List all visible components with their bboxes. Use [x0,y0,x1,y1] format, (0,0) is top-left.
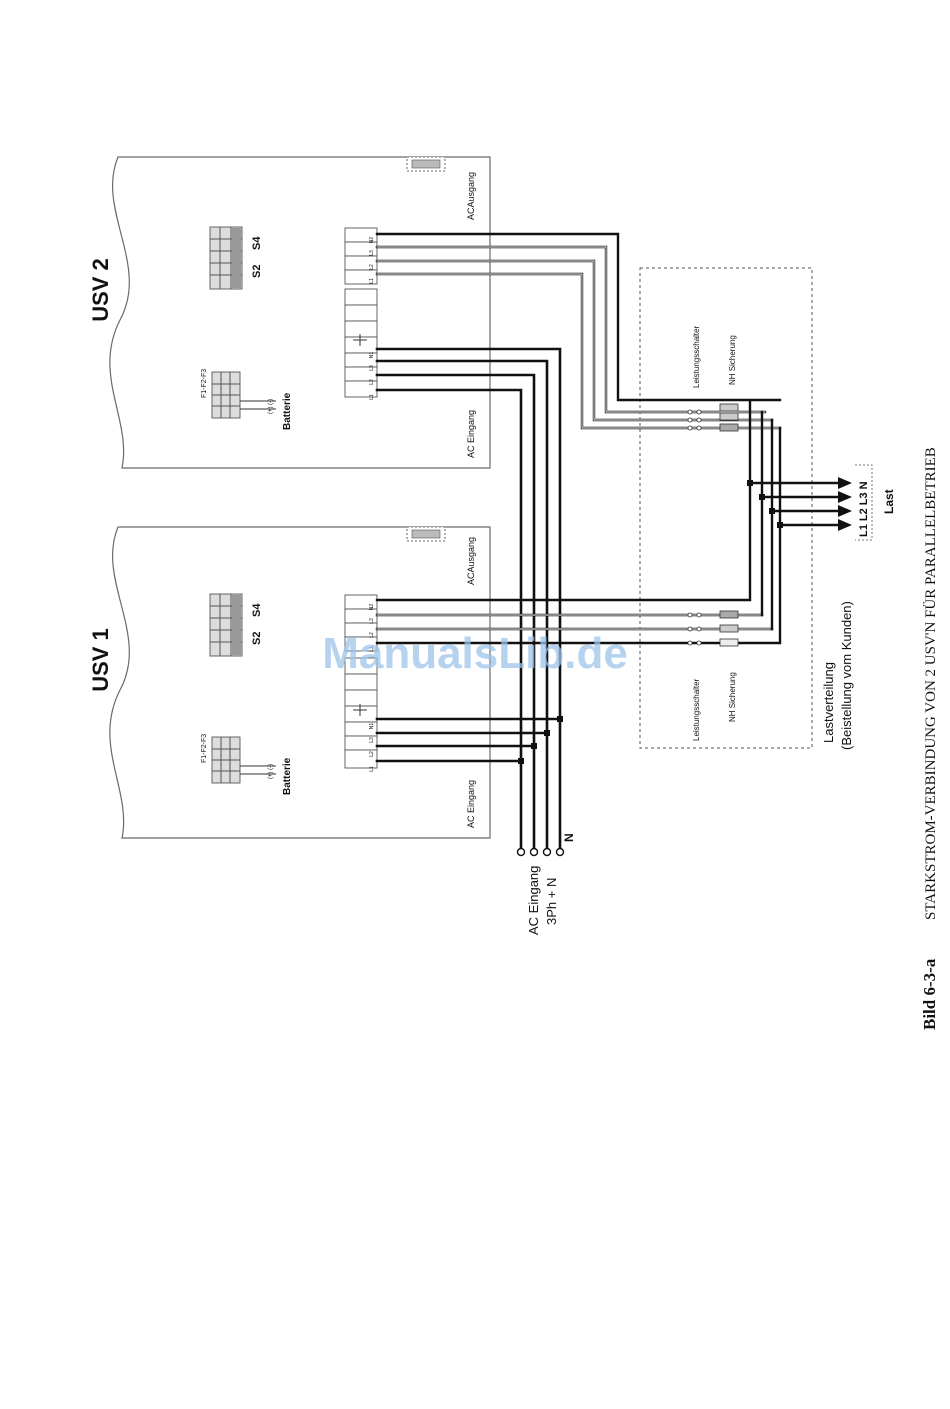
usv1-unit [109,526,491,839]
usv2-battery-label: Batterie [282,392,293,430]
usv2-unit [109,156,491,469]
load-arrows [838,477,852,531]
usv2-switch-s4-label: S4 [251,236,263,250]
load-bracket [855,464,873,541]
breakers-fuses-usv1 [687,610,739,647]
caption-text: STARKSTROM-VERBINDUNG VON 2 USV'N FÜR PA… [922,447,939,920]
usv1-title: USV 1 [88,628,113,692]
usv2-title: USV 2 [88,258,113,322]
load-output-wires [748,481,842,527]
usv1-battery-polarity: (+) (-) [268,764,274,779]
fuse-label-top: NH Sicherung [728,335,737,385]
usv1-ac-output-label: ACAusgang [466,537,476,585]
ground-symbol [353,334,367,346]
usv1-switch-block [209,593,243,657]
usv2-fuse-block [211,371,276,419]
ac-input-bus [375,347,562,850]
junction-dots [518,480,783,764]
usv1-switch-s2-label: S2 [251,632,263,645]
load-distribution-box [639,267,813,749]
load-phases-label: L1 L2 L3 N [858,481,870,537]
supply-title: AC Eingang [526,866,541,935]
usv1-out-terminal-block [344,594,378,652]
usv1-output-inner [376,614,773,630]
usv1-out-terminal-label: L2 [369,632,375,638]
fuse-label-bottom: NH Sicherung [728,672,737,722]
usv2-switch-block [209,226,243,290]
power-wiring [375,232,842,850]
usv2-out-terminal-label: N2 [369,237,375,244]
usv1-in-terminal-label: L1 [369,766,375,772]
usv1-switch-s4-label: S4 [251,603,263,617]
usv1-output-wires [375,400,782,645]
usv2-ac-input-label: AC Eingang [466,410,476,458]
usv1-in-terminal-block [344,657,378,769]
breaker-label-top: Leistungsschalter [692,325,701,388]
usv2-in-terminal-label: L2 [369,379,375,385]
usv1-in-terminal-label: L3 [369,737,375,743]
usv2-in-terminal-label: L3 [369,365,375,371]
supply-subtitle: 3Ph + N [544,878,559,925]
usv2-port-connector [406,156,446,172]
usv2-out-terminal-label: L3 [369,250,375,256]
usv1-fuse-block [211,736,276,784]
usv1-out-terminal-label: L3 [369,618,375,624]
usv2-output-wires [375,232,782,430]
ground-symbol [353,704,367,716]
watermark: ManualsLib.de [322,629,628,678]
breakers-fuses-usv2 [687,403,739,432]
usv2-ac-output-label: ACAusgang [466,172,476,220]
usv2-output-inner [376,246,781,429]
load-distribution-title: Lastverteilung [821,662,836,743]
breaker-label-bottom: Leistungsschalter [692,678,701,741]
usv1-in-terminal-label: N1 [369,723,375,730]
usv2-battery-polarity: (+) (-) [268,399,274,414]
usv1-in-terminal-label: L2 [369,751,375,757]
caption-number: Bild 6-3-a [920,958,939,1030]
usv2-out-terminal-label: L2 [369,264,375,270]
load-title: Last [882,489,896,514]
usv2-fuse-label: F1-F2-F3 [201,369,208,398]
usv2-out-terminal-label: L1 [369,278,375,284]
collector-rails [760,410,774,631]
load-distribution-subtitle: (Beistellung vom Kunden) [839,601,854,750]
usv2-in-terminal-label: L1 [369,394,375,400]
usv1-ac-input-label: AC Eingang [466,780,476,828]
usv1-frame [109,526,491,839]
usv2-in-terminal-label: N1 [369,352,375,359]
usv2-in-terminal-block [344,288,378,398]
usv1-battery-label: Batterie [282,757,293,795]
usv1-fuse-label: F1-F2-F3 [201,734,208,763]
supply-n-label: N [562,833,576,842]
usv1-port-connector [406,526,446,542]
usv2-switch-s2-label: S2 [251,265,263,278]
usv1-out-terminal-label: N2 [369,604,375,611]
usv1-out-terminal-label: L1 [369,646,375,652]
supply-terminals [516,847,565,857]
usv2-out-terminal-block [344,227,378,285]
usv2-frame [109,156,491,469]
